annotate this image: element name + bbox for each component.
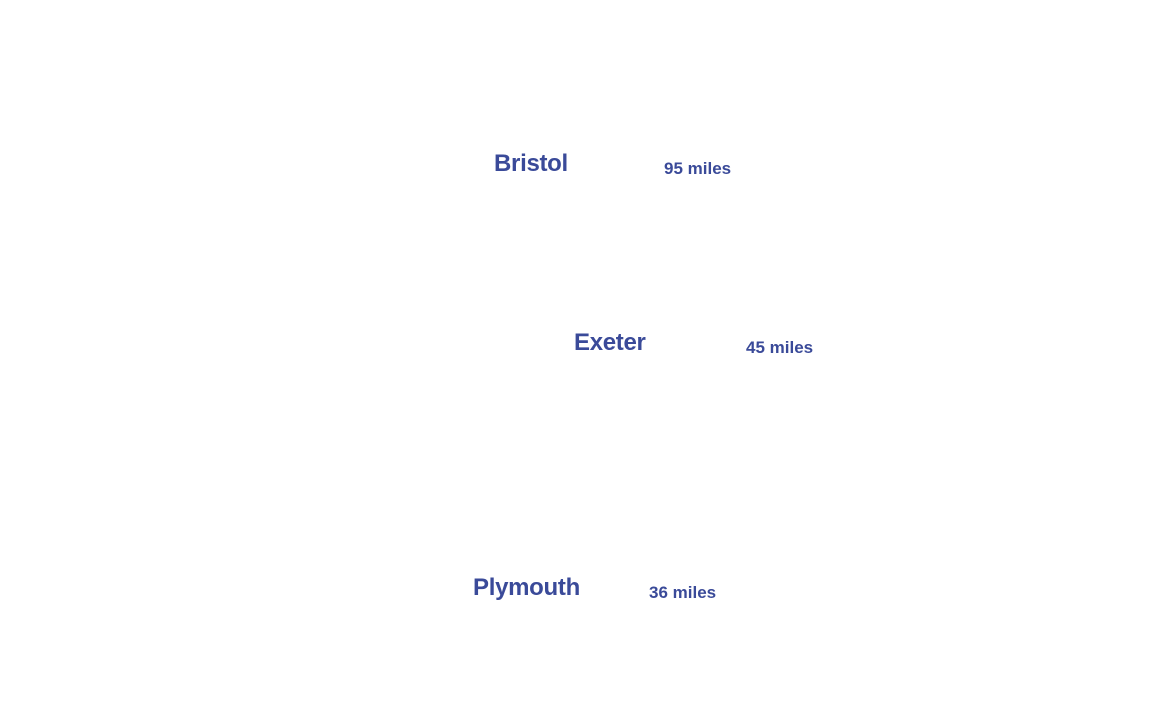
distance-label: 95 miles [664,159,732,178]
distance-label: 36 miles [649,583,717,602]
city-name: Plymouth [473,574,580,601]
city-name: Exeter [574,329,646,356]
distance-label: 45 miles [746,338,814,357]
city-name: Bristol [494,150,568,177]
